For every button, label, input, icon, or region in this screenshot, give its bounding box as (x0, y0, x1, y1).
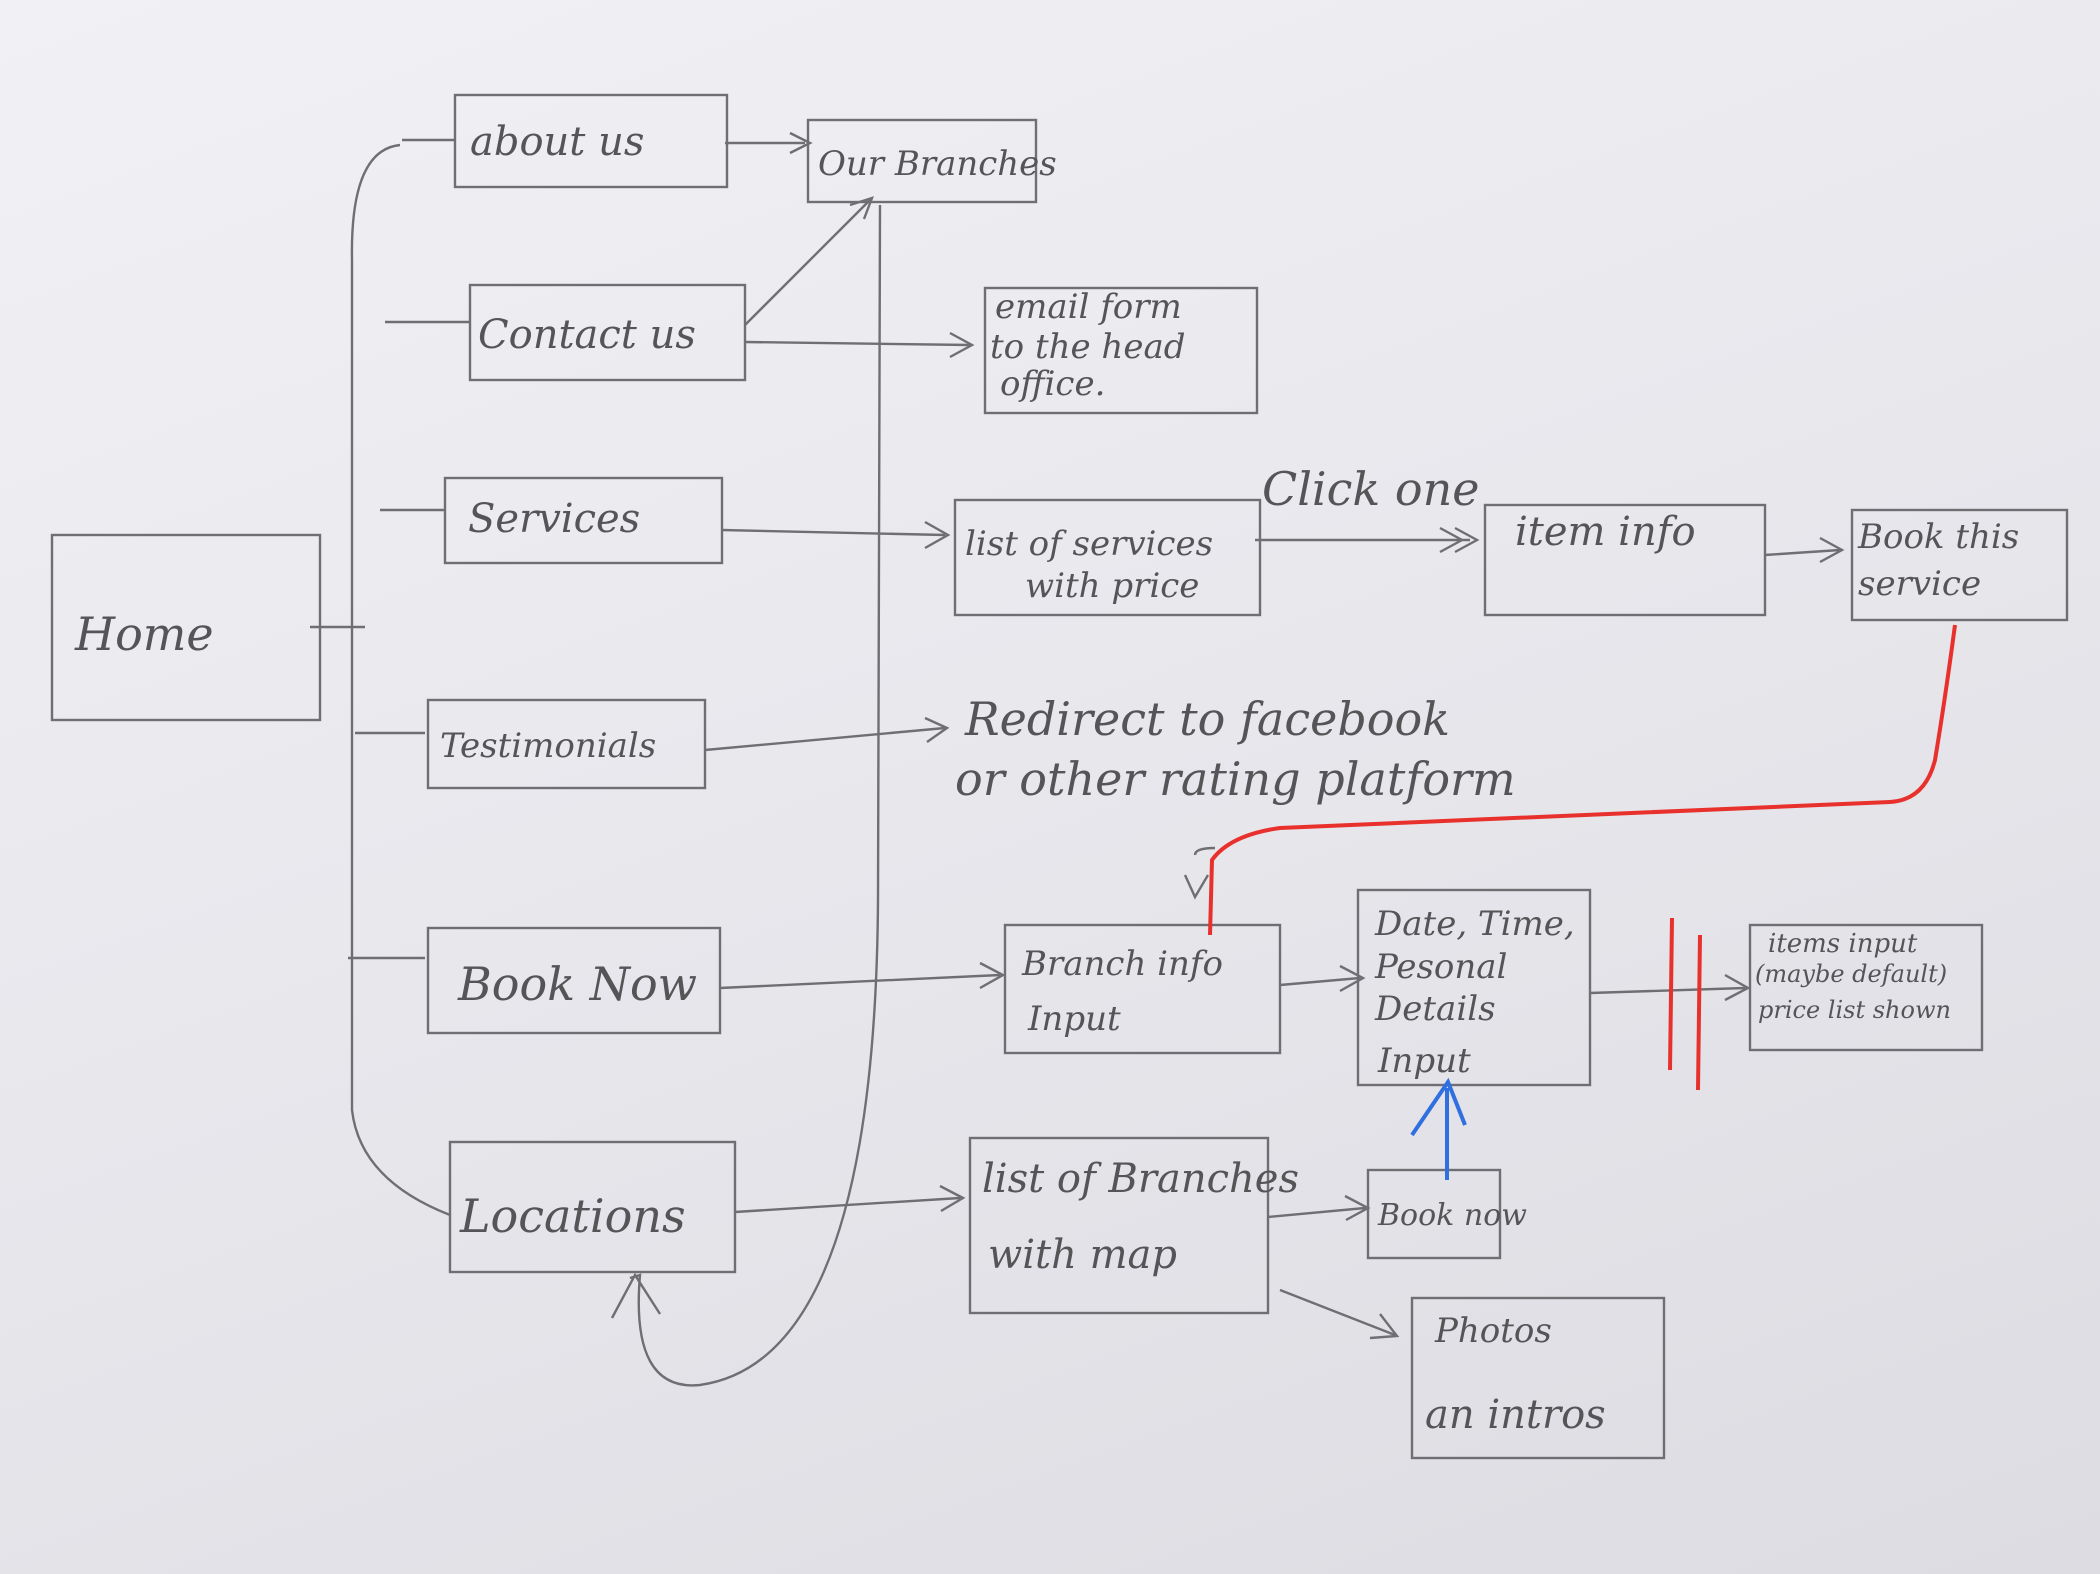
edge-listbranches-booknowsmall (1267, 1206, 1366, 1219)
date-time-line-3: Details (1374, 989, 1496, 1029)
edge-testimonials-redirect (704, 726, 946, 752)
contact-us-label: Contact us (478, 312, 696, 358)
email-form-line-3: office. (1000, 364, 1105, 404)
branch-info-input-node[interactable]: Branch info Input (1003, 923, 1282, 1055)
testimonials-label: Testimonials (440, 726, 656, 766)
date-time-line-2: Pesonal (1374, 947, 1507, 987)
our-branches-label: Our Branches (818, 144, 1057, 184)
list-of-branches-node[interactable]: list of Branches with map (968, 1136, 1299, 1315)
home-label: Home (74, 607, 214, 661)
items-input-node[interactable]: items input (maybe default) price list s… (1748, 923, 1984, 1052)
locations-label: Locations (459, 1189, 686, 1243)
edge-contact-branches (744, 199, 871, 326)
date-time-line-1: Date, Time, (1374, 904, 1575, 944)
edge-branches-locations-loop (629, 204, 882, 1387)
list-of-services-node[interactable]: list of services with price (953, 498, 1262, 617)
book-now-small-node[interactable]: Book now (1366, 1168, 1527, 1260)
photos-intros-node[interactable]: Photos an intros (1410, 1296, 1666, 1460)
testimonials-node[interactable]: Testimonials (426, 698, 707, 790)
book-now-label: Book Now (457, 957, 697, 1011)
red-block-bar-2 (1696, 934, 1702, 1091)
redirect-node: Redirect to facebook or other rating pla… (955, 692, 1516, 806)
blue-pen-marks (1410, 1077, 1467, 1180)
services-label: Services (468, 496, 640, 542)
item-info-label: item info (1515, 509, 1696, 555)
about-us-node[interactable]: about us (453, 93, 729, 189)
locations-node[interactable]: Locations (448, 1140, 737, 1274)
edge-booknow-branchinfo (719, 973, 1001, 990)
our-branches-node[interactable]: Our Branches (806, 118, 1057, 204)
list-of-services-line-2: with price (1025, 566, 1199, 606)
email-form-line-1: email form (995, 287, 1182, 327)
red-block-bar-1 (1668, 917, 1674, 1071)
book-now-node[interactable]: Book Now (426, 926, 722, 1035)
about-us-label: about us (470, 119, 644, 165)
photos-line-1: Photos (1434, 1311, 1552, 1351)
branch-info-line-2: Input (1027, 999, 1121, 1039)
redirect-line-1: Redirect to facebook (964, 692, 1450, 746)
contact-us-node[interactable]: Contact us (468, 283, 747, 382)
items-input-line-2: (maybe default) (1755, 960, 1947, 988)
edge-return-branchinfo (1193, 846, 1216, 856)
click-one-label: Click one (1262, 462, 1479, 516)
red-book-this-to-branch-path (1208, 624, 1957, 936)
book-now-small-label: Book now (1377, 1198, 1527, 1233)
list-of-branches-line-2: with map (988, 1232, 1177, 1278)
edge-locations-listbranches (734, 1196, 961, 1214)
book-this-service-node[interactable]: Book this service (1850, 508, 2069, 622)
email-form-node[interactable]: email form to the head office. (983, 286, 1259, 415)
edge-contact-email (744, 340, 971, 347)
edge-datetime-items (1589, 986, 1746, 995)
photos-line-2: an intros (1425, 1392, 1606, 1438)
items-input-line-1: items input (1768, 929, 1918, 959)
item-info-node[interactable]: item info (1483, 503, 1767, 617)
items-input-line-3: price list shown (1758, 996, 1951, 1024)
edge-trunk-vertical (350, 143, 451, 1217)
list-of-branches-line-1: list of Branches (982, 1156, 1299, 1202)
branch-info-line-1: Branch info (1021, 944, 1223, 984)
edge-services-list (721, 528, 946, 537)
click-one-annotation: Click one (1262, 462, 1479, 516)
edge-branchinfo-datetime (1279, 976, 1361, 987)
connectors (310, 131, 1845, 1387)
edge-iteminfo-bookthis (1764, 548, 1841, 557)
date-time-line-4: Input (1377, 1041, 1471, 1081)
home-node[interactable]: Home (50, 533, 322, 722)
book-this-line-2: service (1858, 564, 1981, 604)
list-of-services-line-1: list of services (965, 524, 1213, 564)
book-this-line-1: Book this (1857, 517, 2019, 557)
date-time-details-node[interactable]: Date, Time, Pesonal Details Input (1356, 888, 1592, 1087)
email-form-line-2: to the head (990, 327, 1185, 367)
blue-arrowhead (1410, 1077, 1467, 1137)
redirect-line-2: or other rating platform (955, 752, 1516, 806)
services-node[interactable]: Services (443, 476, 724, 565)
edge-listbranches-photos (1279, 1288, 1396, 1337)
red-pen-marks (1208, 624, 1957, 1091)
